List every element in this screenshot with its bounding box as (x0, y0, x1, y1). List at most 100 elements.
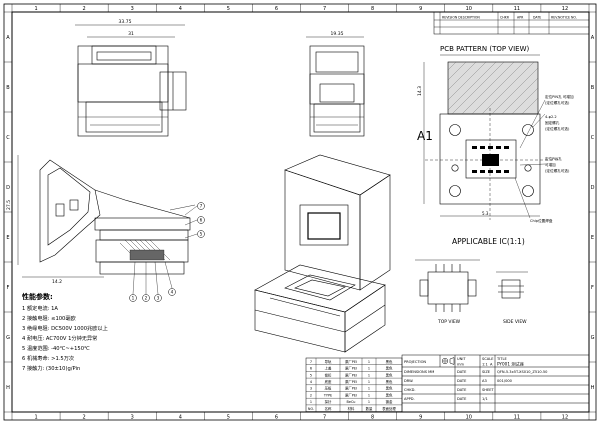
callout-3 (154, 294, 162, 302)
tb-title-val: PY001 测试座 (497, 361, 524, 368)
callout-2 (142, 294, 150, 302)
spec-items: 1 额定电流: 1A 2 接触电阻: ≤100毫欧 3 绝缘电阻: DC500V 1… (22, 304, 242, 374)
zone-letter-left: C (6, 135, 10, 141)
pcb-pattern (423, 54, 560, 220)
side-view (306, 36, 365, 137)
callout-num-5: 5 (200, 232, 203, 237)
parts-cell: 1 (368, 367, 370, 371)
tb-sheet-val: 1/1 (482, 397, 488, 401)
pcb-note-6: 定位PIN孔 (545, 156, 562, 161)
parts-cell: 7 (310, 360, 312, 364)
section-view (17, 155, 196, 278)
dim-pcb-height: 14.3 (417, 86, 423, 96)
parts-cell: 黑色 (386, 366, 393, 371)
parts-cell: 表面处理 (382, 406, 396, 411)
parts-cell: 原厂PEI (345, 392, 357, 397)
parts-cell: 底座 (325, 379, 332, 384)
zone-number-bottom: 7 (323, 415, 326, 421)
zone-letter-right: F (591, 285, 594, 291)
callout-4 (168, 288, 176, 296)
zone-number-bottom: 11 (514, 415, 520, 421)
parts-cell: NO. (308, 407, 314, 411)
zone-letter-right: C (591, 135, 595, 141)
projection-symbol-icon (441, 357, 455, 365)
zone-number-top: 2 (83, 6, 86, 12)
parts-cell: 导轨 (325, 359, 332, 364)
spec-item: 5 温度范围: -40℃~+150℃ (22, 346, 90, 352)
pcb-pads (472, 146, 509, 173)
pcb-note-5: (定位螺孔可选) (545, 126, 570, 131)
parts-cell: 1 (368, 400, 370, 404)
zone-number-bottom: 10 (466, 415, 472, 421)
parts-cell: TYPE (323, 393, 332, 397)
pcb-note-2: (定位螺孔可选) (545, 100, 570, 105)
zone-number-bottom: 9 (419, 415, 422, 421)
callout-1 (129, 294, 137, 302)
zone-number-top: 6 (275, 6, 278, 12)
zone-number-bottom: 4 (179, 415, 182, 421)
parts-cell: 原厂PEI (345, 379, 357, 384)
callout-7 (197, 202, 205, 210)
parts-cell: 锁扣 (325, 372, 332, 377)
zone-letter-left: B (6, 85, 10, 91)
tb-date-1: DATE (457, 370, 467, 374)
rev-h5: REV.NOTICE NO. (551, 16, 577, 20)
zone-number-top: 4 (179, 6, 182, 12)
spec-title: 性能参数: (22, 293, 53, 301)
ic-top-view-label: TOP VIEW (437, 319, 461, 325)
dim-pcb-small: 5.3 (482, 211, 489, 216)
spec-item: 2 接触电阻: ≤100毫欧 (22, 316, 76, 322)
tb-scale-val: 1:1 (482, 363, 488, 367)
zone-number-top: 11 (514, 6, 520, 12)
tb-date-2: DATE (457, 379, 467, 383)
parts-cell: 黑色 (386, 392, 393, 397)
parts-cell: 黑色 (386, 386, 393, 391)
pcb-note-3: 4-φ2.2 (545, 115, 557, 119)
section-pad-fill (129, 249, 165, 261)
zone-letter-right: H (591, 385, 595, 391)
tb-size-val: A3 (482, 379, 487, 383)
rev-h1: REVISION DESCRIPTION (442, 16, 480, 20)
pcb-notes: 定位PIN孔 可增加 (定位螺孔可选) 4-φ2.2 固定螺孔 (定位螺孔可选)… (530, 94, 574, 223)
rev-h4: DATE (533, 16, 541, 20)
zone-number-top: 8 (371, 6, 374, 12)
tb-unit-val: mm (457, 363, 465, 367)
pcb-pattern-title: PCB PATTERN (TOP VIEW) (440, 45, 529, 53)
tb-field-4: APPD. (404, 397, 415, 401)
rev-h2: CHKR (500, 16, 510, 20)
spec-item: 3 绝缘电阻: DC500V 1000兆欧以上 (22, 326, 108, 332)
tb-field-2: DRW. (404, 379, 413, 383)
parts-cell: 材料 (348, 406, 355, 411)
parts-cell: 5 (310, 373, 312, 377)
zone-number-top: 7 (323, 6, 326, 12)
parts-cell: 名称 (325, 406, 332, 411)
callout-num-3: 3 (157, 296, 160, 301)
applicable-ic: APPLICABLE IC(1:1) (452, 237, 525, 246)
pcb-note-9: Chip位置焊盘 (530, 218, 553, 223)
parts-cell: 2 (310, 393, 312, 397)
spec-item: 6 机械寿命: >1.5万次 (22, 356, 75, 362)
parts-cell: 原厂PEI (345, 359, 357, 364)
callout-leaders (132, 205, 198, 295)
dim-front-width1: 33.75 (119, 19, 132, 25)
parts-cell: 压板 (325, 386, 332, 391)
parts-cell: 6 (310, 367, 312, 371)
pcb-a1-label: A1 (417, 129, 433, 143)
rev-h3: APR (517, 16, 524, 20)
parts-cell: 1 (368, 373, 370, 377)
tb-size: SIZE (482, 370, 491, 374)
spec-list: 性能参数: 1 额定电流: 1A 2 接触电阻: ≤100毫欧 3 绝缘电阻: DC… (22, 292, 242, 374)
spec-item: 1 额定电流: 1A (22, 306, 58, 312)
callout-num-6: 6 (200, 218, 203, 223)
zone-number-top: 1 (34, 6, 37, 12)
pcb-leaders (514, 99, 546, 219)
zone-number-top: 10 (466, 6, 472, 12)
dim-section-bottom: 14.2 (52, 279, 62, 285)
parts-cell: 原厂PEI (345, 386, 357, 391)
callout-num-2: 2 (145, 296, 148, 301)
parts-cell: 黑色 (386, 359, 393, 364)
tb-date-4: DATE (457, 397, 467, 401)
